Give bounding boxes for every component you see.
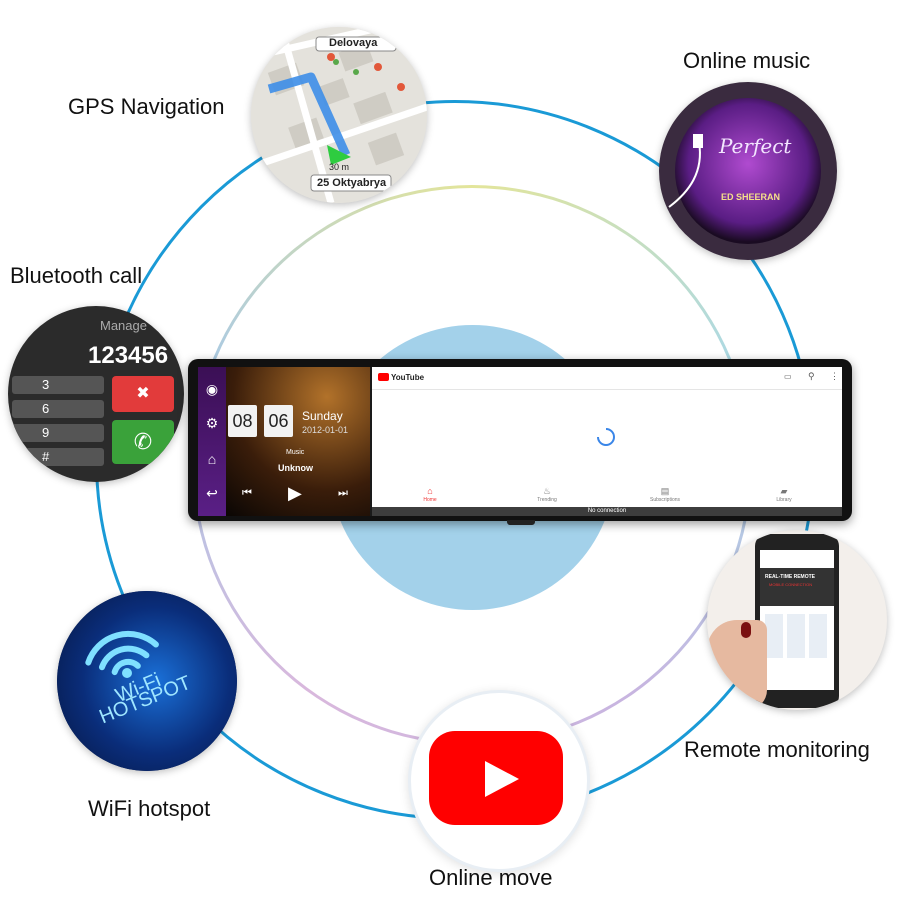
nav-home-label: Home [423,497,437,503]
play-icon [485,761,519,797]
music-disc [675,98,821,244]
search-icon[interactable]: ⚲ [808,371,815,381]
nav-subscriptions-label: Subscriptions [649,497,680,503]
more-icon[interactable]: ⋮ [830,371,839,381]
gear-icon[interactable]: ⚙ [205,415,219,431]
youtube-bottom-nav: ⌂Home ♨Trending ▤Subscriptions ▰Library [372,485,842,507]
gps-label: GPS Navigation [68,94,225,119]
gps-map-bubble: Delovaya 25 Oktyabrya 30 m sa [251,27,427,203]
fingernail [741,622,751,638]
phone-app-title: REAL-TIME REMOTE [765,574,815,580]
home-icon[interactable]: ⌂ [207,451,217,467]
dialer-manage: Manage [100,318,147,333]
music-label-small: Music [286,449,305,456]
bluetooth-label: Bluetooth call [10,263,143,288]
map-graphic [251,27,427,203]
music-label: Online music [683,48,811,73]
date-label: 2012-01-01 [302,425,349,435]
youtube-topbar: YouTube ▭ ⚲ ⋮ [372,367,842,390]
flame-icon: ♨ [542,486,552,496]
home-nav-icon: ⌂ [427,486,433,496]
map-distance: 30 m [329,162,350,172]
clock-music-panel: 08 06 Sunday 2012-01-01 Music Unknow ⏮ ▶… [226,367,370,516]
earphone-cable-icon [668,134,703,208]
connection-status: No connection [372,507,842,516]
dialer-key: 9 [12,424,104,442]
map-street-left: sa [263,41,276,53]
delete-button: ✖ [112,376,174,412]
remote-label: Remote monitoring [684,737,870,762]
wifi-hotspot-bubble: Wi-Fi HOTSPOT [57,591,237,771]
subscriptions-icon: ▤ [660,486,670,496]
map-street-top: Delovaya [329,37,378,49]
back-icon[interactable]: ↩ [206,485,218,501]
youtube-app-panel: YouTube ▭ ⚲ ⋮ ⌂Home ♨Trending ▤Subscript… [372,367,842,516]
youtube-small-logo-icon [378,373,389,381]
call-button: ✆ [112,420,174,464]
mirror-bottom-clip [507,520,535,525]
phone-grid [765,614,829,658]
music-artist: ED SHEERAN [721,192,781,202]
hand [707,620,767,710]
nav-subscriptions[interactable]: ▤Subscriptions [625,485,705,503]
clock-minutes: 06 [264,405,293,437]
nav-trending[interactable]: ♨Trending [507,485,587,503]
wifi-glow [57,591,237,771]
phone-app-subtitle: MOBILE CONNECTION [769,582,813,587]
dialer-key: 3 [12,376,104,394]
youtube-bubble [408,690,590,872]
mirror-screen: ◉ ⚙ ⌂ ↩ 08 06 Sunday 2012-01-01 Music Un… [198,367,842,516]
next-button[interactable]: ⏭ [338,487,348,499]
day-label: Sunday [302,409,343,423]
wifi-icon [85,630,159,678]
dialer-number: 123456 [88,342,169,369]
side-bar: ◉ ⚙ ⌂ ↩ [198,367,226,516]
track-name: Unknow [278,463,313,473]
nav-library[interactable]: ▰Library [744,485,824,503]
map-street-bottom: 25 Oktyabrya [317,177,387,189]
nav-home[interactable]: ⌂Home [390,485,470,503]
remote-monitoring-bubble: REAL-TIME REMOTE MOBILE CONNECTION [707,530,887,710]
nav-library-label: Library [776,497,792,503]
clock-hours: 08 [228,405,257,437]
nav-trending-label: Trending [537,497,557,503]
cast-icon[interactable]: ▭ [784,372,792,381]
dialer-key: # [12,448,104,466]
dialer-key: 6 [12,400,104,418]
camera-icon[interactable]: ◉ [205,381,219,397]
youtube-app-name: YouTube [391,373,425,382]
folder-icon: ▰ [780,486,788,496]
play-button[interactable]: ▶ [288,483,302,503]
phone-banner [760,568,834,606]
loading-spinner-icon [597,428,615,446]
bluetooth-call-bubble: Manage 123456 3 6 9 # ✖ ✆ [8,306,184,482]
prev-button[interactable]: ⏮ [242,487,252,499]
music-bubble: Perfect ED SHEERAN [659,82,837,260]
wifi-label: WiFi hotspot [88,796,211,821]
music-title: Perfect [719,134,792,158]
